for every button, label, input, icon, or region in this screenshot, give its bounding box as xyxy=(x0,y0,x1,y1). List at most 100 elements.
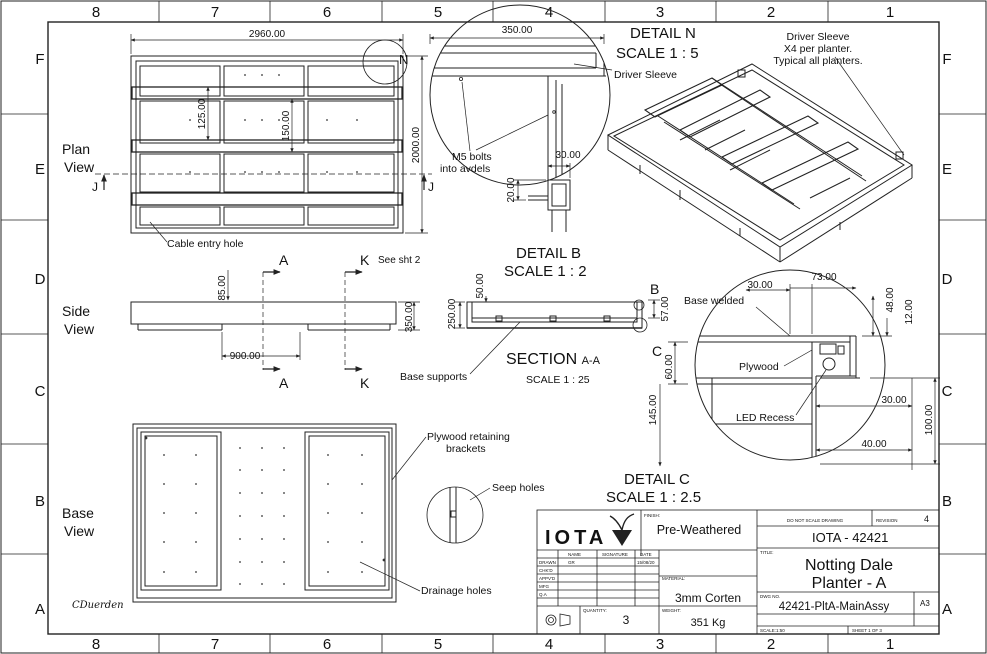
detail-c-scale: SCALE 1 : 2.5 xyxy=(606,489,701,506)
base-supports-note: Base supports xyxy=(400,371,467,383)
driver-sleeve-iso-note: Driver Sleeve X4 per planter. Typical al… xyxy=(773,31,862,67)
detail-c-dimension-40: 40.00 xyxy=(861,439,886,450)
border-column-labels: 8 7 6 5 4 3 2 1 8 7 6 5 4 3 2 1 xyxy=(92,4,894,653)
column-label: 2 xyxy=(767,4,775,21)
plan-view-label: View xyxy=(64,159,95,175)
svg-text:Driver Sleeve: Driver Sleeve xyxy=(786,31,849,43)
col-date: DATE xyxy=(640,552,652,557)
led-recess-note: LED Recess xyxy=(736,412,794,424)
detail-n: DETAIL N SCALE 1 : 5 350.00 Driver Sleev… xyxy=(429,4,699,232)
material-label: MATERIAL: xyxy=(662,576,685,581)
do-not-scale-note: DO NOT SCALE DRAWING xyxy=(787,518,844,523)
column-label: 6 xyxy=(323,4,331,21)
signature: CDuerden xyxy=(72,600,124,611)
m5-bolts-note: M5 bolts xyxy=(452,151,492,163)
plywood-note: Plywood xyxy=(739,361,779,373)
column-label: 1 xyxy=(886,636,894,653)
side-dimension-350: 350.00 xyxy=(404,301,415,332)
revision-value: 4 xyxy=(924,514,929,524)
sheet-count: SHEET 1 OF 3 xyxy=(852,628,882,633)
side-view: Side View A A K K See sht 2 85 xyxy=(62,252,421,391)
column-label: 6 xyxy=(323,636,331,653)
row-label: C xyxy=(942,383,953,400)
weight-label: WEIGHT: xyxy=(662,608,681,613)
detail-c-dimension-30-top: 30.00 xyxy=(747,280,772,291)
column-label: 1 xyxy=(886,4,894,21)
drawing-id: IOTA - 42421 xyxy=(812,530,888,545)
section-mark-j-right: J xyxy=(428,180,434,194)
side-dimension-85: 85.00 xyxy=(217,275,228,300)
detail-c-dimension-12: 12.00 xyxy=(904,299,915,324)
section-a-a: DETAIL B SCALE 1 : 2 B C 50.00 250.00 57… xyxy=(400,245,671,386)
column-label: 4 xyxy=(545,4,553,21)
plywood-brackets-note: brackets xyxy=(446,443,486,455)
row-label: C xyxy=(35,383,46,400)
quantity-value: 3 xyxy=(623,613,630,627)
seep-holes-note: Seep holes xyxy=(492,482,545,494)
plan-height-dimension: 2000.00 xyxy=(411,126,422,163)
see-sheet-note: See sht 2 xyxy=(378,255,421,266)
row-label: A xyxy=(942,601,952,618)
column-label: 5 xyxy=(434,636,442,653)
column-label: 3 xyxy=(656,4,664,21)
sheet-size: A3 xyxy=(920,599,930,608)
section-mark-a-top: A xyxy=(279,252,289,268)
isometric-view xyxy=(606,56,913,263)
column-label: 8 xyxy=(92,4,100,21)
detail-n-flag: N xyxy=(399,52,408,67)
row-drawn: DRAWN xyxy=(539,560,556,565)
row-label: E xyxy=(35,161,45,178)
row-qa: Q.A xyxy=(539,592,547,597)
revision-label: REVISION xyxy=(876,518,898,523)
svg-text:X4 per planter.: X4 per planter. xyxy=(784,43,852,55)
finish-value: Pre-Weathered xyxy=(657,523,742,537)
dwg-number: 42421-PltA-MainAssy xyxy=(779,601,890,613)
detail-c-dimension-60: 60.00 xyxy=(664,354,675,379)
row-label: A xyxy=(35,601,45,618)
plan-width-dimension: 2960.00 xyxy=(249,29,286,40)
plan-view: Plan View xyxy=(62,29,434,250)
detail-c-title: DETAIL C xyxy=(624,471,690,488)
drawn-date: 15/08/20 xyxy=(637,560,655,565)
iota-logo: IOTA xyxy=(545,513,635,549)
detail-b-title: DETAIL B xyxy=(516,245,581,262)
side-view-label: View xyxy=(64,321,95,337)
detail-n-scale: SCALE 1 : 5 xyxy=(616,45,699,62)
base-view-label: View xyxy=(64,523,95,539)
detail-b-scale: SCALE 1 : 2 xyxy=(504,263,587,280)
base-view-label: Base xyxy=(62,505,94,521)
drawing-title: Notting Dale xyxy=(805,557,893,574)
base-view: Base View xyxy=(62,423,545,603)
drawing-title: Planter - A xyxy=(812,575,887,592)
detail-n-dimension-350: 350.00 xyxy=(502,25,533,36)
section-mark-k-top: K xyxy=(360,252,370,268)
row-label: D xyxy=(35,271,46,288)
col-signature: SIGNATURE xyxy=(602,552,628,557)
row-label: E xyxy=(942,161,952,178)
column-label: 8 xyxy=(92,636,100,653)
scale-label: SCALE:1:50 xyxy=(760,628,785,633)
row-label: B xyxy=(35,493,45,510)
row-label: F xyxy=(35,51,44,68)
detail-n-dimension-20: 20.00 xyxy=(506,177,517,202)
material-value: 3mm Corten xyxy=(675,591,741,605)
plan-dimension-150: 150.00 xyxy=(281,110,292,141)
finish-label: FINISH: xyxy=(644,513,660,518)
detail-c-dimension-145: 145.00 xyxy=(648,394,659,425)
column-label: 4 xyxy=(545,636,553,653)
projection-symbol-icon xyxy=(545,613,571,627)
detail-c-dimension-73: 73.00 xyxy=(811,272,836,283)
driver-sleeve-note: Driver Sleeve xyxy=(614,69,677,81)
section-suffix: A-A xyxy=(582,355,601,367)
detail-b-flag: B xyxy=(650,281,659,297)
detail-n-dimension-30: 30.00 xyxy=(555,150,580,161)
quantity-label: QUANTITY: xyxy=(583,608,607,613)
base-welded-note: Base welded xyxy=(684,295,744,307)
row-approved: APPV'D xyxy=(539,576,556,581)
cable-entry-note: Cable entry hole xyxy=(167,238,244,250)
section-scale: SCALE 1 : 25 xyxy=(526,374,590,386)
detail-c-dimension-100: 100.00 xyxy=(924,404,935,435)
row-label: B xyxy=(942,493,952,510)
planter-logo-icon xyxy=(612,530,632,546)
